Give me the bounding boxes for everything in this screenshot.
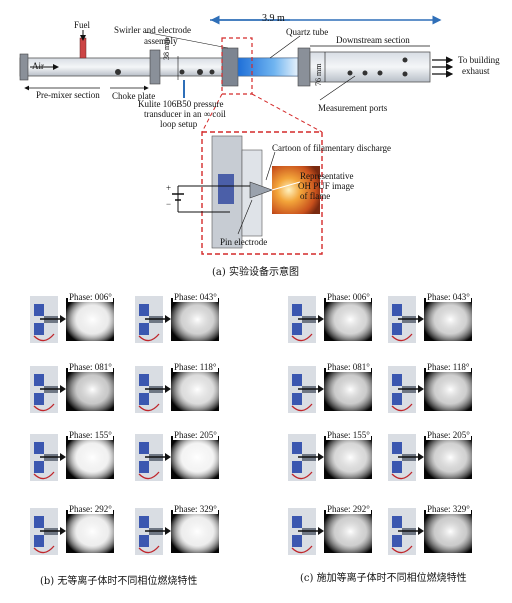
caption-a: (a) 实验设备示意图	[212, 267, 299, 278]
ports-label: Measurement ports	[318, 103, 388, 113]
phase-label: Phase: 081°	[68, 362, 113, 372]
quartz-label: Quartz tube	[286, 27, 329, 37]
phase-image	[30, 434, 114, 481]
phase-image	[288, 508, 372, 555]
phase-label: Phase: 292°	[68, 504, 113, 514]
phase-label: Phase: 006°	[68, 292, 113, 302]
phase-image	[135, 508, 219, 555]
phase-image	[30, 508, 114, 555]
detail-box	[201, 131, 323, 255]
phase-label: Phase: 118°	[426, 362, 471, 372]
phase-image	[388, 508, 472, 555]
phase-label: Phase: 205°	[426, 430, 471, 440]
phase-image	[30, 296, 114, 343]
cartoon-label: Cartoon of filamentary discharge	[272, 143, 392, 153]
phase-panel: Phase: 329°	[388, 504, 472, 555]
zoom-region	[221, 37, 253, 95]
phase-image	[288, 366, 372, 413]
phase-image	[288, 434, 372, 481]
kulite-label-2: transducer in an ∞ coil	[144, 109, 226, 119]
dim-76: 76 mm	[314, 63, 323, 86]
phase-image	[135, 296, 219, 343]
phase-panel: Phase: 205°	[388, 430, 472, 481]
phase-panel: Phase: 006°	[288, 292, 372, 343]
minus-sign: −	[166, 199, 172, 209]
phase-panel: Phase: 292°	[288, 504, 372, 555]
dim-38: 38 mm	[162, 37, 171, 60]
phase-label: Phase: 329°	[173, 504, 218, 514]
phase-panel: Phase: 081°	[30, 362, 114, 413]
phase-panel: Phase: 155°	[30, 430, 114, 481]
oh-plif-flame-image	[272, 166, 320, 214]
phase-panel: Phase: 043°	[388, 292, 472, 343]
downstream-section	[309, 51, 431, 83]
swirler-label: Swirler and electrode	[114, 25, 191, 35]
phase-image	[288, 296, 372, 343]
phase-panel: Phase: 118°	[388, 362, 472, 413]
representative-label: Representative	[300, 171, 354, 181]
phase-label: Phase: 118°	[173, 362, 218, 372]
phase-label: Phase: 205°	[173, 430, 218, 440]
plus-sign: +	[166, 183, 172, 193]
air-label: Air	[32, 61, 44, 71]
phase-label: Phase: 006°	[326, 292, 371, 302]
phase-label: Phase: 081°	[326, 362, 371, 372]
kulite-label-1: Kulite 106B50 pressure	[138, 99, 224, 109]
quartz-tube	[237, 57, 299, 77]
oh-puf-label: OH PUF image	[298, 181, 354, 191]
phase-label: Phase: 043°	[173, 292, 218, 302]
exhaust-label: exhaust	[462, 66, 490, 76]
phase-image	[388, 366, 472, 413]
caption-c: (c) 施加等离子体时不同相位燃烧特性	[300, 573, 467, 584]
fuel-label: Fuel	[74, 20, 91, 30]
phase-label: Phase: 155°	[326, 430, 371, 440]
choke-plate	[149, 49, 161, 85]
phase-image	[388, 434, 472, 481]
pin-electrode-label: Pin electrode	[220, 237, 268, 247]
phase-label: Phase: 043°	[426, 292, 471, 302]
of-flame-label: of flame	[300, 191, 331, 201]
downstream-label: Downstream section	[336, 35, 410, 45]
phase-image	[30, 366, 114, 413]
phase-panel: Phase: 043°	[135, 292, 219, 343]
to-building-label: To building	[458, 55, 500, 65]
phase-label: Phase: 155°	[68, 430, 113, 440]
caption-b: (b) 无等离子体时不同相位燃烧特性	[40, 576, 198, 587]
phase-panel: Phase: 292°	[30, 504, 114, 555]
phase-label: Phase: 329°	[426, 504, 471, 514]
phase-panel: Phase: 006°	[30, 292, 114, 343]
phase-image	[135, 366, 219, 413]
phase-label: Phase: 292°	[326, 504, 371, 514]
length-label: 3.9 m	[262, 13, 285, 24]
kulite-label-3: loop setup	[160, 119, 198, 129]
choke-label: Choke plate	[112, 91, 156, 101]
swirler-block	[221, 47, 239, 87]
phase-panel: Phase: 118°	[135, 362, 219, 413]
premixer-label: Pre-mixer section	[36, 90, 100, 100]
phase-image	[388, 296, 472, 343]
phase-panel: Phase: 155°	[288, 430, 372, 481]
swirler-label-2: assembly	[144, 36, 178, 46]
phase-image	[135, 434, 219, 481]
phase-panel: Phase: 205°	[135, 430, 219, 481]
phase-panel: Phase: 081°	[288, 362, 372, 413]
phase-panel: Phase: 329°	[135, 504, 219, 555]
